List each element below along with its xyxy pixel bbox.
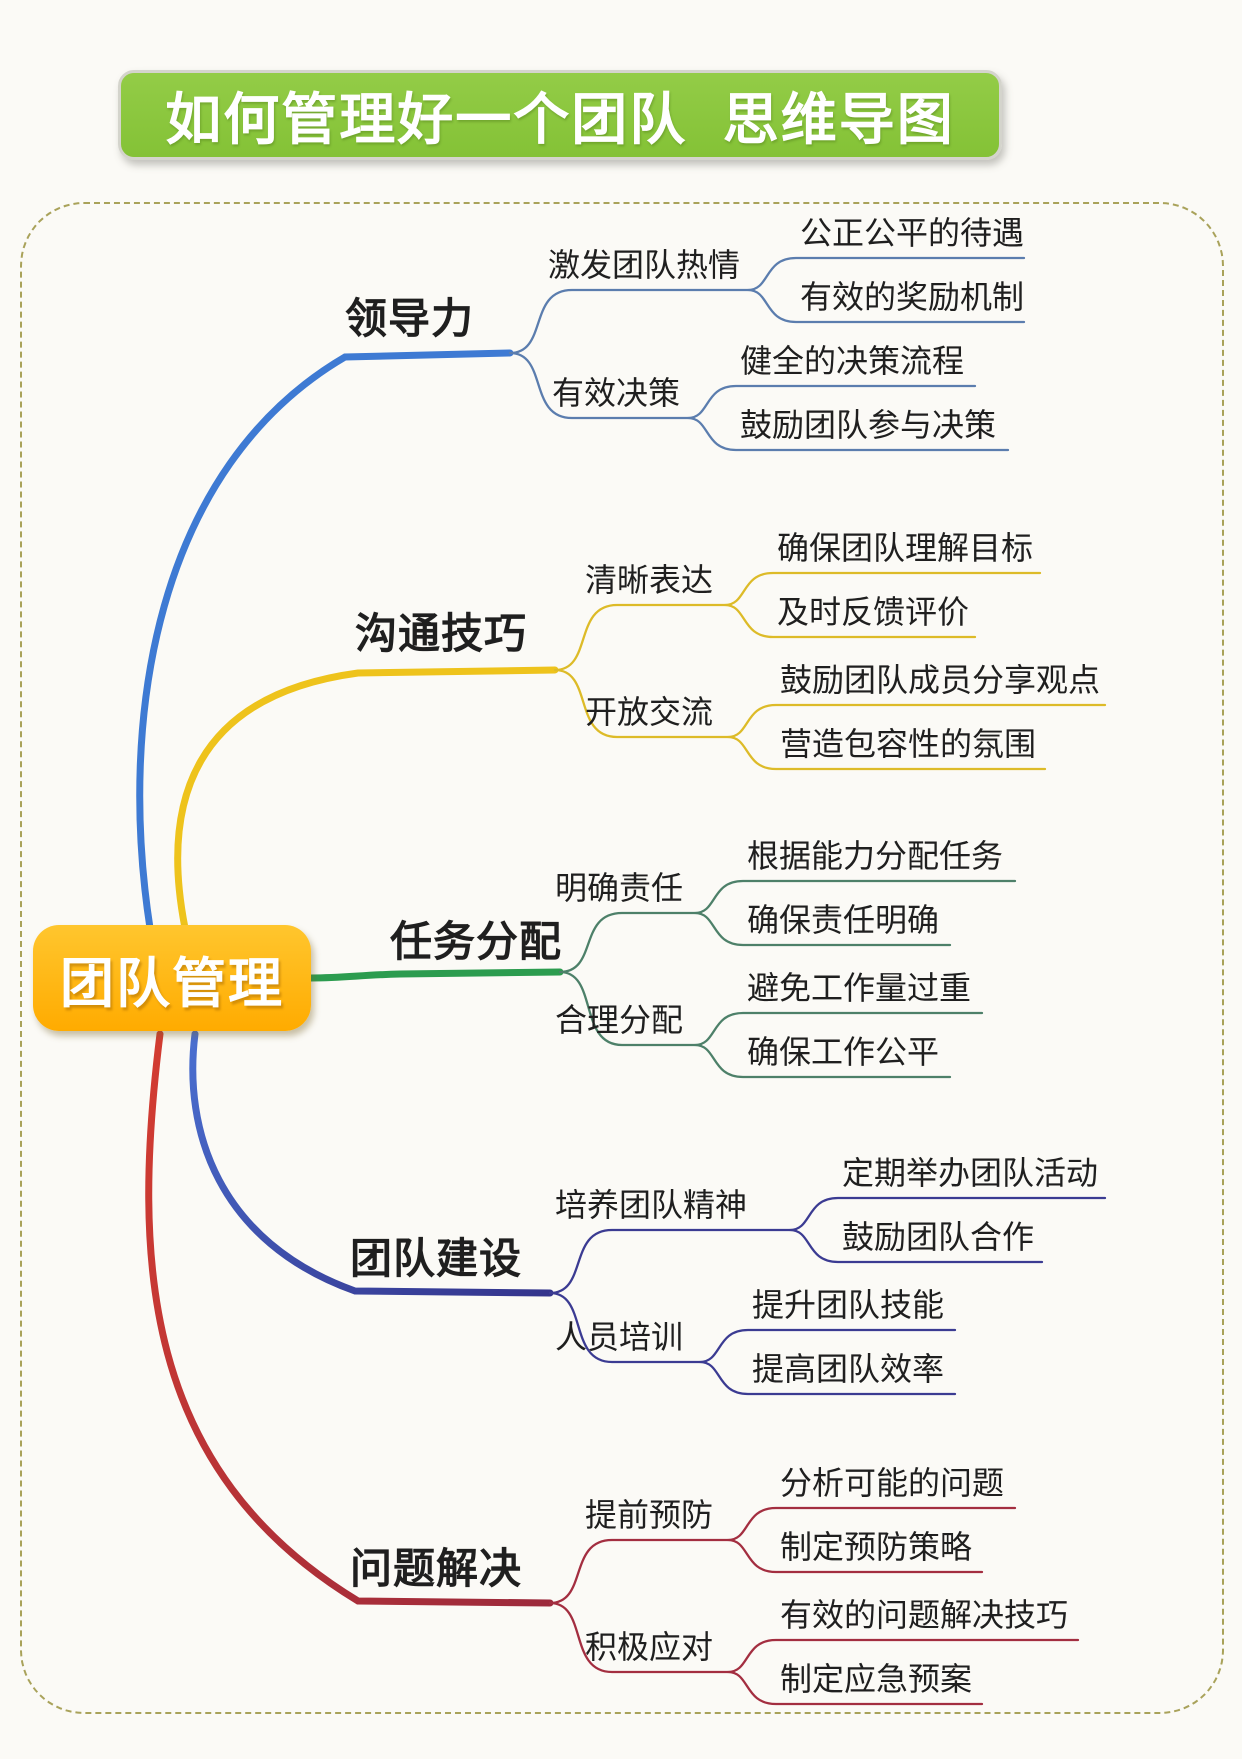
leaf-share-viewpoints[interactable]: 鼓励团队成员分享观点 bbox=[780, 662, 1101, 698]
branch-label-communication[interactable]: 沟通技巧 bbox=[355, 609, 528, 657]
leaf-work-fairness[interactable]: 确保工作公平 bbox=[747, 1034, 940, 1070]
child-label-clear-responsibility[interactable]: 明确责任 bbox=[555, 870, 684, 906]
leaf-ensure-responsibility[interactable]: 确保责任明确 bbox=[747, 902, 940, 938]
leaf-inclusive-atmosphere[interactable]: 营造包容性的氛围 bbox=[780, 726, 1037, 762]
leaf-fair-treatment[interactable]: 公正公平的待遇 bbox=[800, 215, 1025, 251]
branch-label-team-building[interactable]: 团队建设 bbox=[350, 1234, 523, 1282]
child-label-effective-decisions[interactable]: 有效决策 bbox=[552, 375, 681, 411]
child-label-team-spirit[interactable]: 培养团队精神 bbox=[555, 1187, 748, 1223]
child-label-reasonable-allocation[interactable]: 合理分配 bbox=[555, 1002, 684, 1038]
branch-label-problem-solving[interactable]: 问题解决 bbox=[350, 1544, 523, 1592]
leaf-assign-by-ability[interactable]: 根据能力分配任务 bbox=[747, 838, 1004, 874]
leaf-problem-solving-skills[interactable]: 有效的问题解决技巧 bbox=[780, 1597, 1069, 1633]
page-title: 如何管理好一个团队 思维导图 bbox=[118, 70, 1002, 160]
leaf-improve-skills[interactable]: 提升团队技能 bbox=[752, 1287, 945, 1323]
root-node[interactable]: 团队管理 bbox=[33, 925, 311, 1031]
child-label-active-response[interactable]: 积极应对 bbox=[585, 1629, 714, 1665]
child-label-prevention[interactable]: 提前预防 bbox=[585, 1497, 714, 1533]
child-label-inspire-enthusiasm[interactable]: 激发团队热情 bbox=[548, 247, 741, 283]
child-label-personnel-training[interactable]: 人员培训 bbox=[555, 1319, 684, 1355]
leaf-improve-efficiency[interactable]: 提高团队效率 bbox=[752, 1351, 945, 1387]
branch-label-leadership[interactable]: 领导力 bbox=[345, 294, 475, 342]
leaf-reward-mechanism[interactable]: 有效的奖励机制 bbox=[800, 279, 1025, 315]
leaf-timely-feedback[interactable]: 及时反馈评价 bbox=[777, 594, 970, 630]
canvas-border bbox=[20, 202, 1224, 1714]
child-label-clear-expression[interactable]: 清晰表达 bbox=[585, 562, 714, 598]
leaf-understand-goals[interactable]: 确保团队理解目标 bbox=[777, 530, 1034, 566]
leaf-team-activities[interactable]: 定期举办团队活动 bbox=[842, 1155, 1099, 1191]
child-label-open-communication[interactable]: 开放交流 bbox=[585, 694, 714, 730]
leaf-analyze-problems[interactable]: 分析可能的问题 bbox=[780, 1465, 1005, 1501]
leaf-prevention-strategy[interactable]: 制定预防策略 bbox=[780, 1529, 973, 1565]
branch-label-task-allocation[interactable]: 任务分配 bbox=[390, 917, 563, 965]
leaf-emergency-plan[interactable]: 制定应急预案 bbox=[780, 1661, 973, 1697]
leaf-avoid-overload[interactable]: 避免工作量过重 bbox=[747, 970, 972, 1006]
leaf-sound-decision-process[interactable]: 健全的决策流程 bbox=[740, 343, 965, 379]
leaf-encourage-cooperation[interactable]: 鼓励团队合作 bbox=[842, 1219, 1035, 1255]
leaf-team-participation[interactable]: 鼓励团队参与决策 bbox=[740, 407, 997, 443]
